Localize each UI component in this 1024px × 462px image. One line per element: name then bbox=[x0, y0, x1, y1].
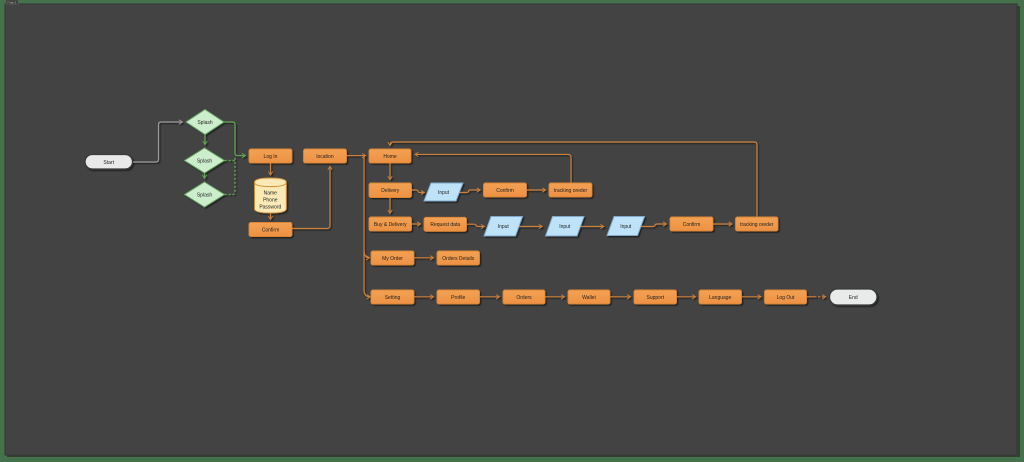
svg-text:Name: Name bbox=[264, 191, 278, 197]
svg-text:Orders: Orders bbox=[516, 295, 532, 301]
svg-text:Home: Home bbox=[383, 154, 397, 160]
svg-text:Confirm: Confirm bbox=[262, 227, 280, 233]
svg-text:Start: Start bbox=[103, 160, 114, 166]
svg-text:Confirm: Confirm bbox=[496, 188, 514, 194]
svg-text:My Order: My Order bbox=[382, 256, 403, 262]
svg-text:Language: Language bbox=[709, 295, 731, 301]
svg-text:Input: Input bbox=[559, 224, 571, 230]
svg-text:Splash: Splash bbox=[197, 158, 213, 164]
svg-text:location: location bbox=[316, 154, 333, 160]
svg-text:Splash: Splash bbox=[197, 192, 213, 198]
svg-text:Password: Password bbox=[259, 205, 281, 211]
svg-text:Wallet: Wallet bbox=[582, 295, 596, 301]
svg-text:Input: Input bbox=[620, 224, 632, 230]
svg-text:Log In: Log In bbox=[264, 154, 278, 160]
svg-text:Setting: Setting bbox=[385, 295, 401, 301]
svg-text:Input: Input bbox=[498, 224, 510, 230]
svg-text:Orders Details: Orders Details bbox=[442, 256, 474, 262]
svg-text:Flow 1: Flow 1 bbox=[7, 1, 16, 5]
svg-text:Splash: Splash bbox=[197, 120, 213, 126]
svg-text:Input: Input bbox=[438, 190, 450, 196]
svg-text:Confirm: Confirm bbox=[683, 222, 701, 228]
svg-text:Support: Support bbox=[646, 295, 664, 301]
svg-text:tracking oreder: tracking oreder bbox=[740, 222, 774, 228]
svg-text:Delivery: Delivery bbox=[381, 188, 400, 194]
svg-text:Buy & Delivery: Buy & Delivery bbox=[374, 222, 407, 228]
svg-text:Phone: Phone bbox=[263, 198, 278, 204]
svg-text:Request data: Request data bbox=[430, 222, 460, 228]
svg-text:Log Out: Log Out bbox=[777, 295, 795, 301]
svg-text:Profile: Profile bbox=[451, 295, 465, 301]
svg-text:tracking oreder: tracking oreder bbox=[554, 188, 588, 194]
svg-text:End: End bbox=[849, 295, 858, 301]
